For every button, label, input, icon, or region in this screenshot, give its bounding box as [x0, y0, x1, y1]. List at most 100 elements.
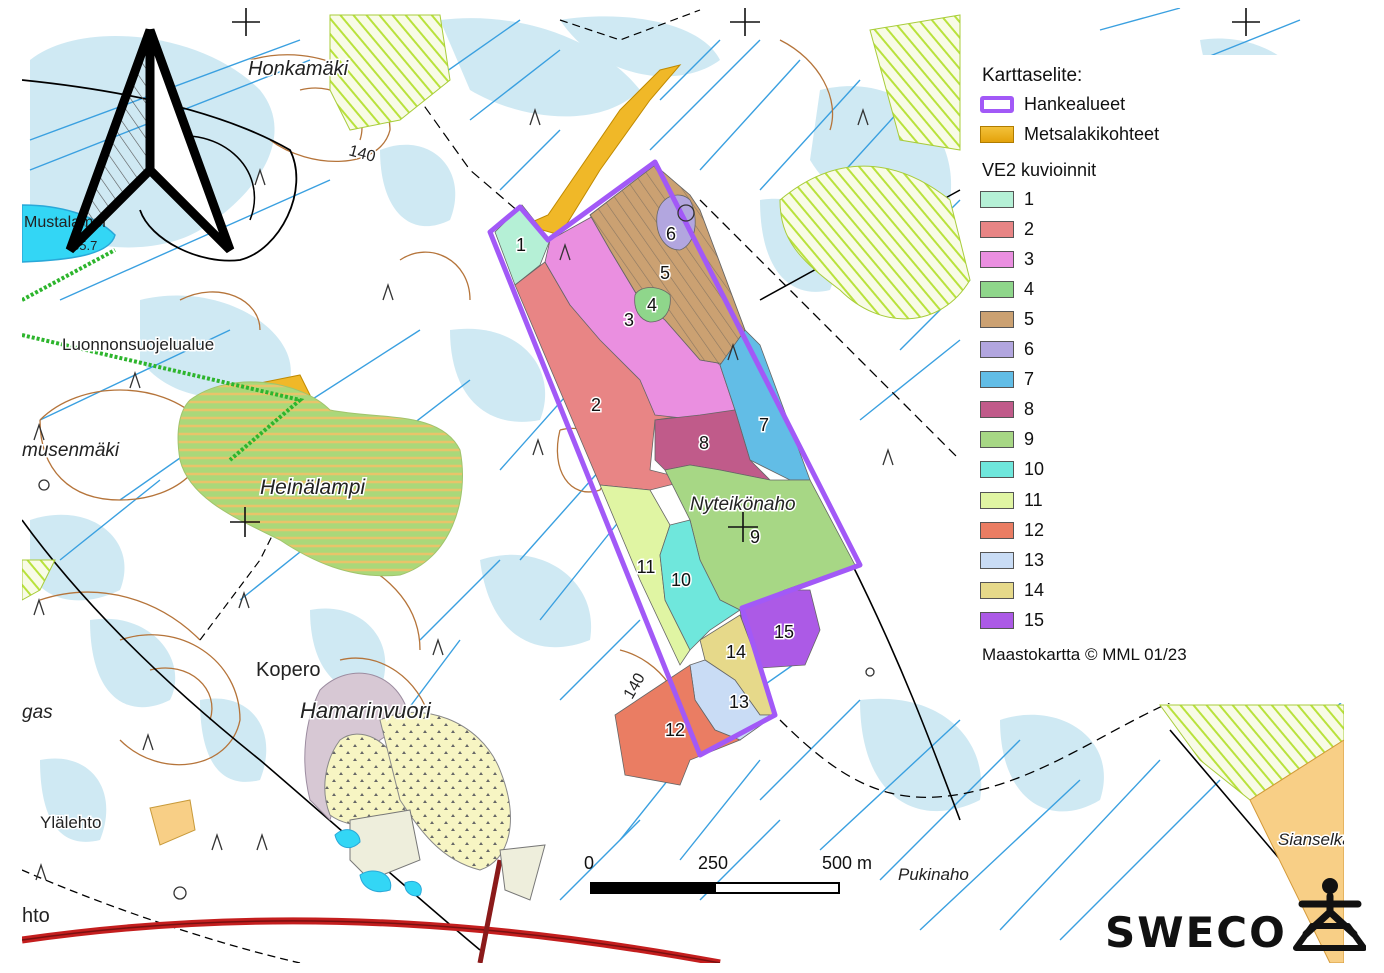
scale-bar: 0 250 500 m	[582, 850, 882, 900]
place-kopero: Kopero	[256, 659, 321, 681]
legend-row-zone-12: 12	[980, 518, 1044, 542]
map-credit: Maastokartta © MML 01/23	[982, 645, 1187, 664]
zone-label-4: 4	[647, 295, 657, 315]
legend-label-zone-1: 1	[1024, 188, 1035, 209]
legend-swatch-zone-11	[980, 491, 1014, 509]
zone-label-10: 10	[671, 570, 691, 590]
place-pukinaho: Pukinaho	[898, 865, 969, 884]
legend-panel: Karttaselite: Hankealueet Metsalakikohte…	[972, 55, 1344, 703]
legend-label-project-area: Hankealueet	[1024, 93, 1126, 114]
zone-label-14: 14	[726, 642, 746, 662]
project-boundary	[487, 159, 863, 758]
zone-label-6: 6	[666, 224, 676, 244]
place-luonnonsuojelualue: Luonnonsuojelualue	[62, 335, 214, 354]
scale-label-end: 500 m	[822, 853, 873, 873]
hamarinvuori-features	[304, 672, 546, 901]
legend-row-zone-5: 5	[980, 307, 1034, 331]
place-sianselka: Sianselkä	[1278, 830, 1352, 849]
sweco-logo-text: SWECO	[1105, 908, 1287, 957]
scale-bar-black	[590, 882, 716, 894]
place-musenmaki: musenmäki	[22, 440, 120, 461]
legend-label-forest-law: Metsalakikohteet	[1024, 123, 1160, 144]
legend-row-project-area: Hankealueet	[980, 92, 1125, 116]
place-honkamaki: Honkamäki	[248, 58, 349, 80]
zone-10	[659, 519, 741, 651]
legend-swatch-zone-1	[980, 190, 1014, 208]
legend-label-zone-14: 14	[1024, 579, 1045, 600]
scale-bar-white	[714, 882, 840, 894]
zone-label-15: 15	[774, 622, 794, 642]
zone-label-11: 11	[637, 557, 656, 577]
place-hto: hto	[22, 905, 50, 927]
zone-label-9: 9	[750, 527, 760, 547]
legend-label-zone-11: 11	[1024, 489, 1043, 510]
legend-label-zone-7: 7	[1024, 369, 1035, 390]
legend-row-zone-1: 1	[980, 187, 1034, 211]
legend-label-zone-10: 10	[1024, 459, 1045, 480]
legend-swatch-zone-14	[980, 581, 1014, 599]
legend-row-zone-10: 10	[980, 458, 1044, 482]
zone-labels: 1 2 3 4 5 6 7 8 9 10 11 12 13 14 15	[514, 223, 795, 742]
legend-swatch-zone-2	[980, 220, 1014, 238]
project-zones	[494, 164, 856, 786]
legend-swatch-zone-13	[980, 551, 1014, 569]
scale-label-mid: 250	[698, 853, 729, 873]
legend-label-zone-6: 6	[1024, 339, 1035, 359]
place-heinalampi: Heinälampi	[260, 476, 366, 499]
legend-label-zone-15: 15	[1024, 609, 1045, 630]
legend-swatch-zone-4	[980, 280, 1014, 298]
legend-row-zone-11: 11	[980, 488, 1043, 512]
zone-12	[614, 664, 742, 786]
legend-label-zone-9: 9	[1024, 429, 1035, 450]
legend-swatch-zone-5	[980, 310, 1014, 328]
legend-row-zone-9: 9	[980, 428, 1034, 452]
legend-swatch-zone-8	[980, 401, 1014, 419]
protected-area	[21, 248, 305, 462]
place-ylalehto: Ylälehto	[40, 813, 101, 832]
legend-label-zone-2: 2	[1024, 218, 1035, 239]
drainage-ditches	[29, 7, 1345, 941]
legend-label-zone-4: 4	[1024, 278, 1035, 299]
zone-label-1: 1	[516, 235, 526, 255]
legend-row-zone-7: 7	[980, 368, 1034, 392]
place-nyteikonaho: Nyteikönaho	[690, 494, 796, 515]
legend-label-zone-3: 3	[1024, 248, 1035, 269]
legend-label-zone-13: 13	[1024, 549, 1045, 570]
forest-law-swatch	[980, 125, 1014, 143]
legend-label-zone-8: 8	[1024, 399, 1035, 420]
legend-swatch-zone-6	[980, 341, 1014, 358]
legend-row-zone-3: 3	[980, 247, 1034, 271]
zone-4	[634, 287, 671, 323]
legend-swatch-zone-10	[980, 461, 1014, 479]
legend-swatch-zone-7	[980, 371, 1014, 389]
legend-swatch-zone-9	[980, 431, 1014, 449]
heinalampi-bog	[177, 381, 463, 577]
zone-label-7: 7	[759, 415, 769, 435]
zone-label-8: 8	[699, 433, 709, 453]
legend-row-zone-15: 15	[980, 608, 1044, 632]
scale-label-zero: 0	[584, 853, 595, 873]
legend-row-zone-14: 14	[980, 578, 1044, 602]
legend-row-zone-2: 2	[980, 217, 1034, 241]
legend-row-zone-8: 8	[980, 398, 1034, 422]
orange-small-1	[149, 799, 196, 846]
legend-label-zone-12: 12	[1024, 519, 1045, 540]
hatched-areas	[21, 14, 1345, 801]
legend-swatch-zone-12	[980, 521, 1014, 539]
zone-label-3: 3	[624, 310, 634, 330]
legend-label-zone-5: 5	[1024, 308, 1035, 329]
place-names: Honkamäki Mustalampi 85.7 Luonnonsuojelu…	[21, 57, 1354, 929]
legend-row-zone-6: 6	[980, 338, 1034, 362]
place-gas: gas	[22, 702, 53, 723]
survey-crosses	[230, 8, 1260, 542]
sweco-logo: SWECO	[1100, 876, 1370, 960]
legend-row-zone-13: 13	[980, 548, 1044, 572]
sweco-logo-mark	[1293, 878, 1366, 951]
legend-row-zone-4: 4	[980, 277, 1034, 301]
zone-label-5: 5	[660, 263, 670, 283]
zone-label-13: 13	[729, 692, 749, 712]
zone-label-12: 12	[665, 720, 685, 740]
project-area-swatch	[980, 95, 1014, 113]
place-hamarinvuori: Hamarinvuori	[300, 698, 432, 723]
legend-title: Karttaselite:	[982, 65, 1083, 86]
